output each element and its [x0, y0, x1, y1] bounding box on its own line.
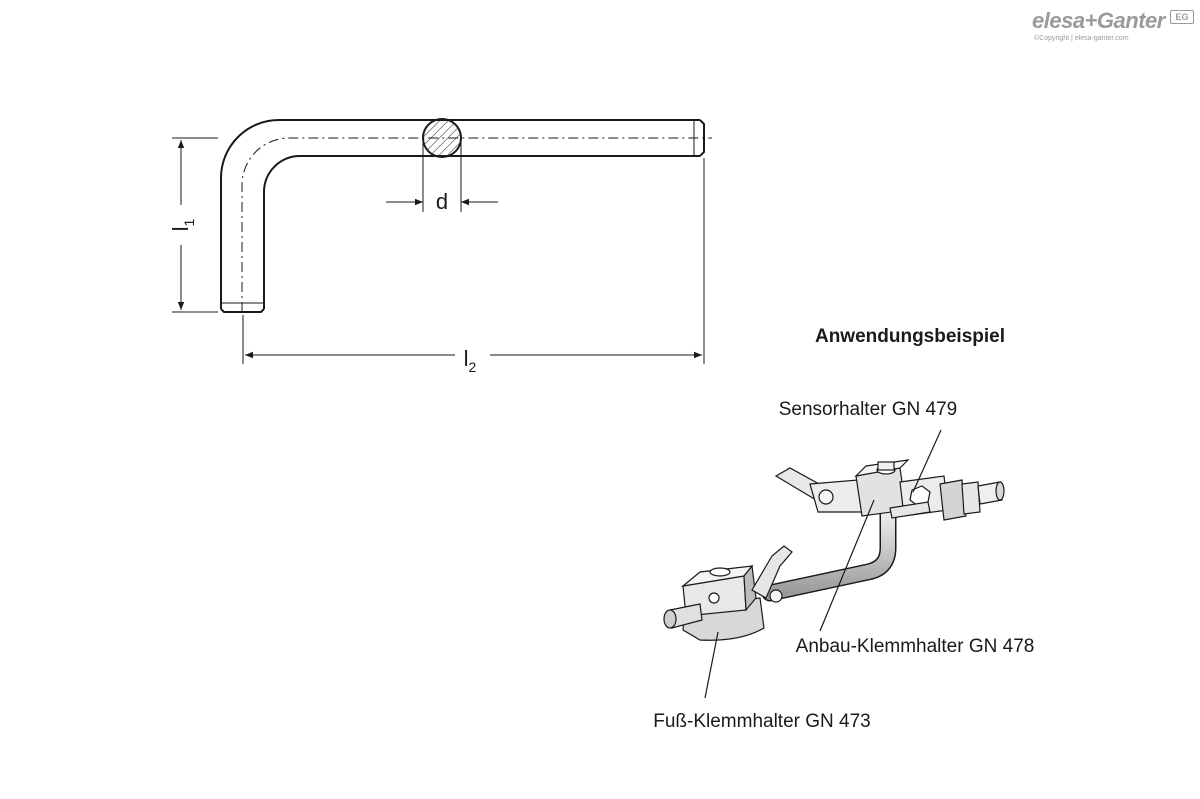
brand-copyright: ©Copyright | elesa-ganter.com [1034, 35, 1129, 42]
rod-cross-section [422, 118, 462, 158]
sensor-holder-part [774, 459, 1005, 521]
rod-inner-contour [263, 155, 700, 309]
l-rod-drawing [220, 119, 705, 313]
dimension-l2-label: l2 [464, 346, 477, 375]
brand-mark-icon: EG [1170, 10, 1194, 24]
dimension-l1 [172, 137, 218, 313]
brand-logo: elesa+Ganter EG ©Copyright | elesa-gante… [1032, 8, 1197, 48]
assembly-illustration [663, 459, 1005, 641]
callout-anbau-klemmhalter: Anbau-Klemmhalter GN 478 [796, 636, 1035, 657]
callout-leaders [704, 429, 942, 699]
foot-clamp-part [663, 545, 793, 641]
application-heading: Anwendungsbeispiel [815, 326, 1005, 347]
dimension-l1-label: l1 [168, 218, 197, 231]
callout-fuss-klemmhalter: Fuß-Klemmhalter GN 473 [653, 711, 871, 732]
svg-text:l1: l1 [168, 218, 197, 231]
dimension-d-label: d [436, 189, 448, 214]
rod-outer-contour [220, 119, 700, 309]
dimension-d [386, 140, 498, 212]
brand-name: elesa+Ganter [1032, 8, 1165, 33]
callout-sensorhalter: Sensorhalter GN 479 [779, 399, 958, 420]
dimension-l2 [242, 158, 705, 364]
rod-center-line [241, 137, 712, 312]
